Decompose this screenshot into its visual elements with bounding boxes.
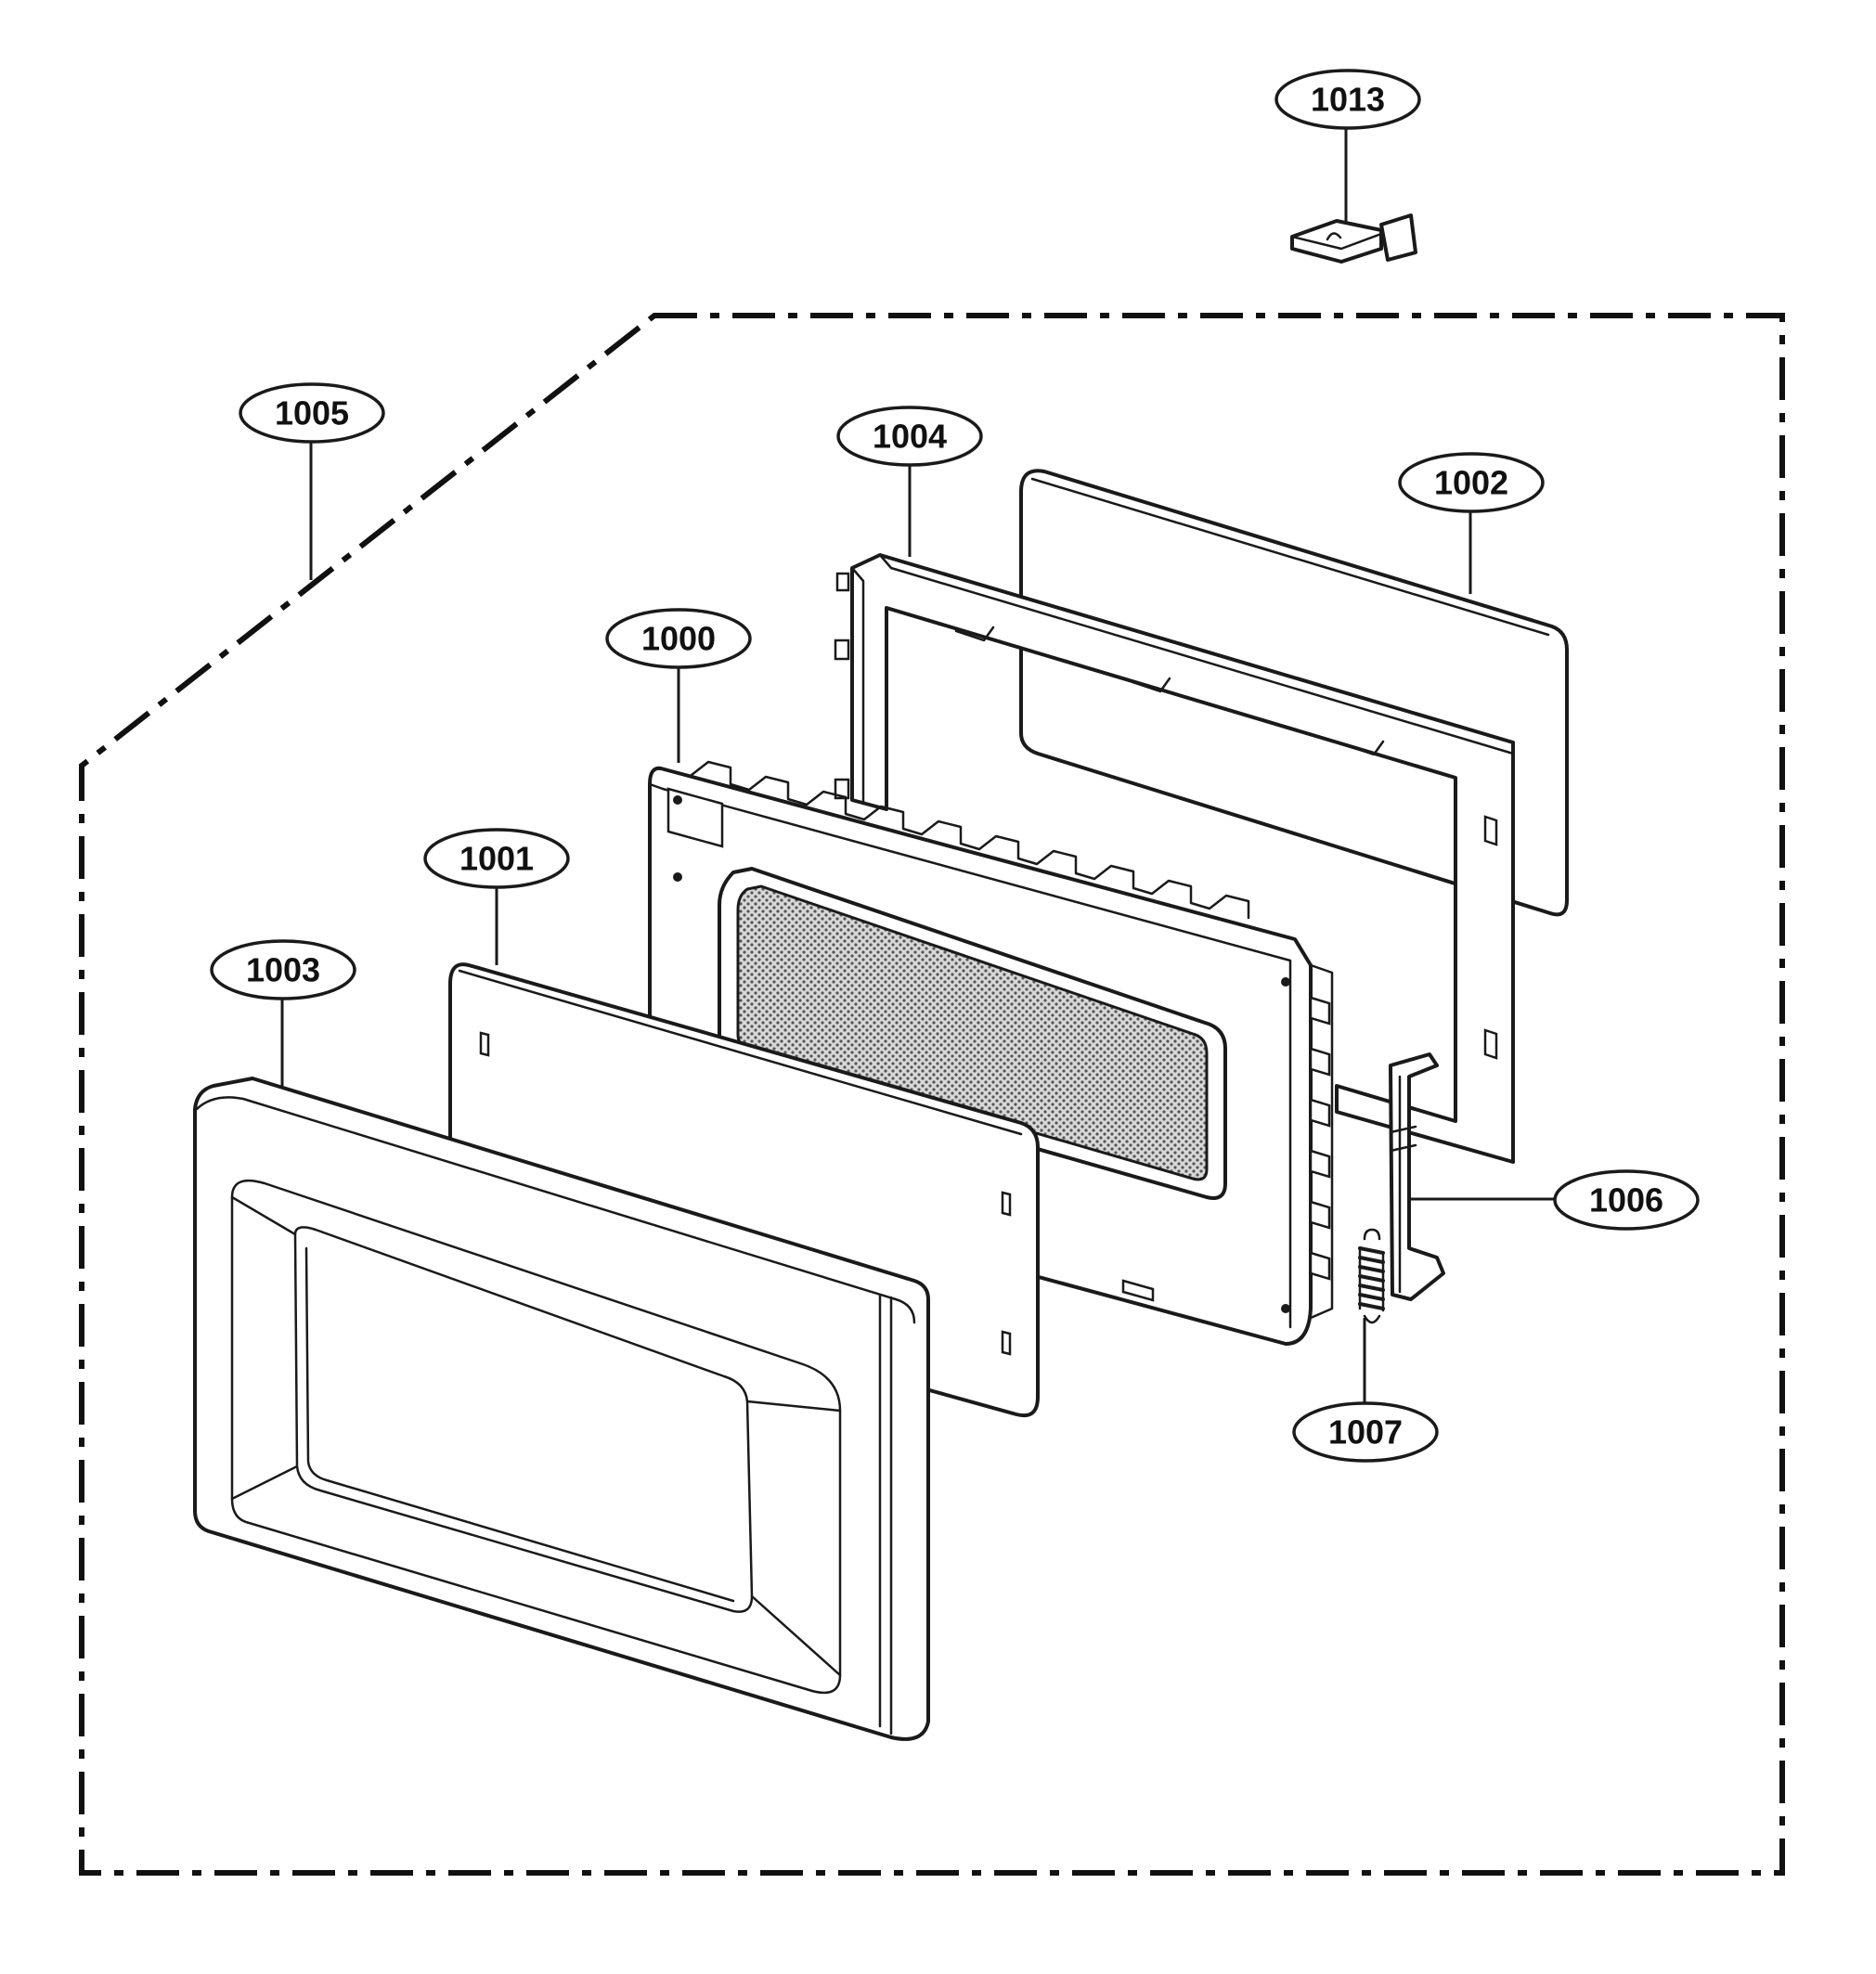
callout-1003-label: 1003 <box>246 951 320 989</box>
callout-1007: 1007 <box>1292 1401 1439 1463</box>
part-1003-front-frame <box>193 1077 930 1741</box>
callout-1013-label: 1013 <box>1311 81 1385 119</box>
callout-1004: 1004 <box>836 406 983 467</box>
part-1007-spring <box>1358 1228 1385 1324</box>
callout-1006-label: 1006 <box>1589 1181 1663 1219</box>
callout-1002-label: 1002 <box>1434 464 1508 502</box>
callout-1001: 1001 <box>423 828 570 889</box>
part-1006-latch <box>1389 1052 1445 1301</box>
part-1013-clip <box>1290 213 1417 264</box>
assembly-boundary <box>79 313 1785 1876</box>
callout-1005: 1005 <box>239 382 385 444</box>
callout-1001-label: 1001 <box>459 840 534 878</box>
callout-1005-label: 1005 <box>275 394 349 432</box>
part-1004-choke-frame <box>834 553 1515 1164</box>
callout-1006: 1006 <box>1553 1169 1700 1231</box>
callout-1000: 1000 <box>605 608 752 669</box>
callout-1007-label: 1007 <box>1328 1413 1403 1451</box>
callout-1002: 1002 <box>1398 452 1545 513</box>
callout-1000-label: 1000 <box>641 620 716 658</box>
callout-1004-label: 1004 <box>873 418 947 456</box>
callout-1003: 1003 <box>210 939 356 1000</box>
callout-1013: 1013 <box>1274 69 1421 130</box>
